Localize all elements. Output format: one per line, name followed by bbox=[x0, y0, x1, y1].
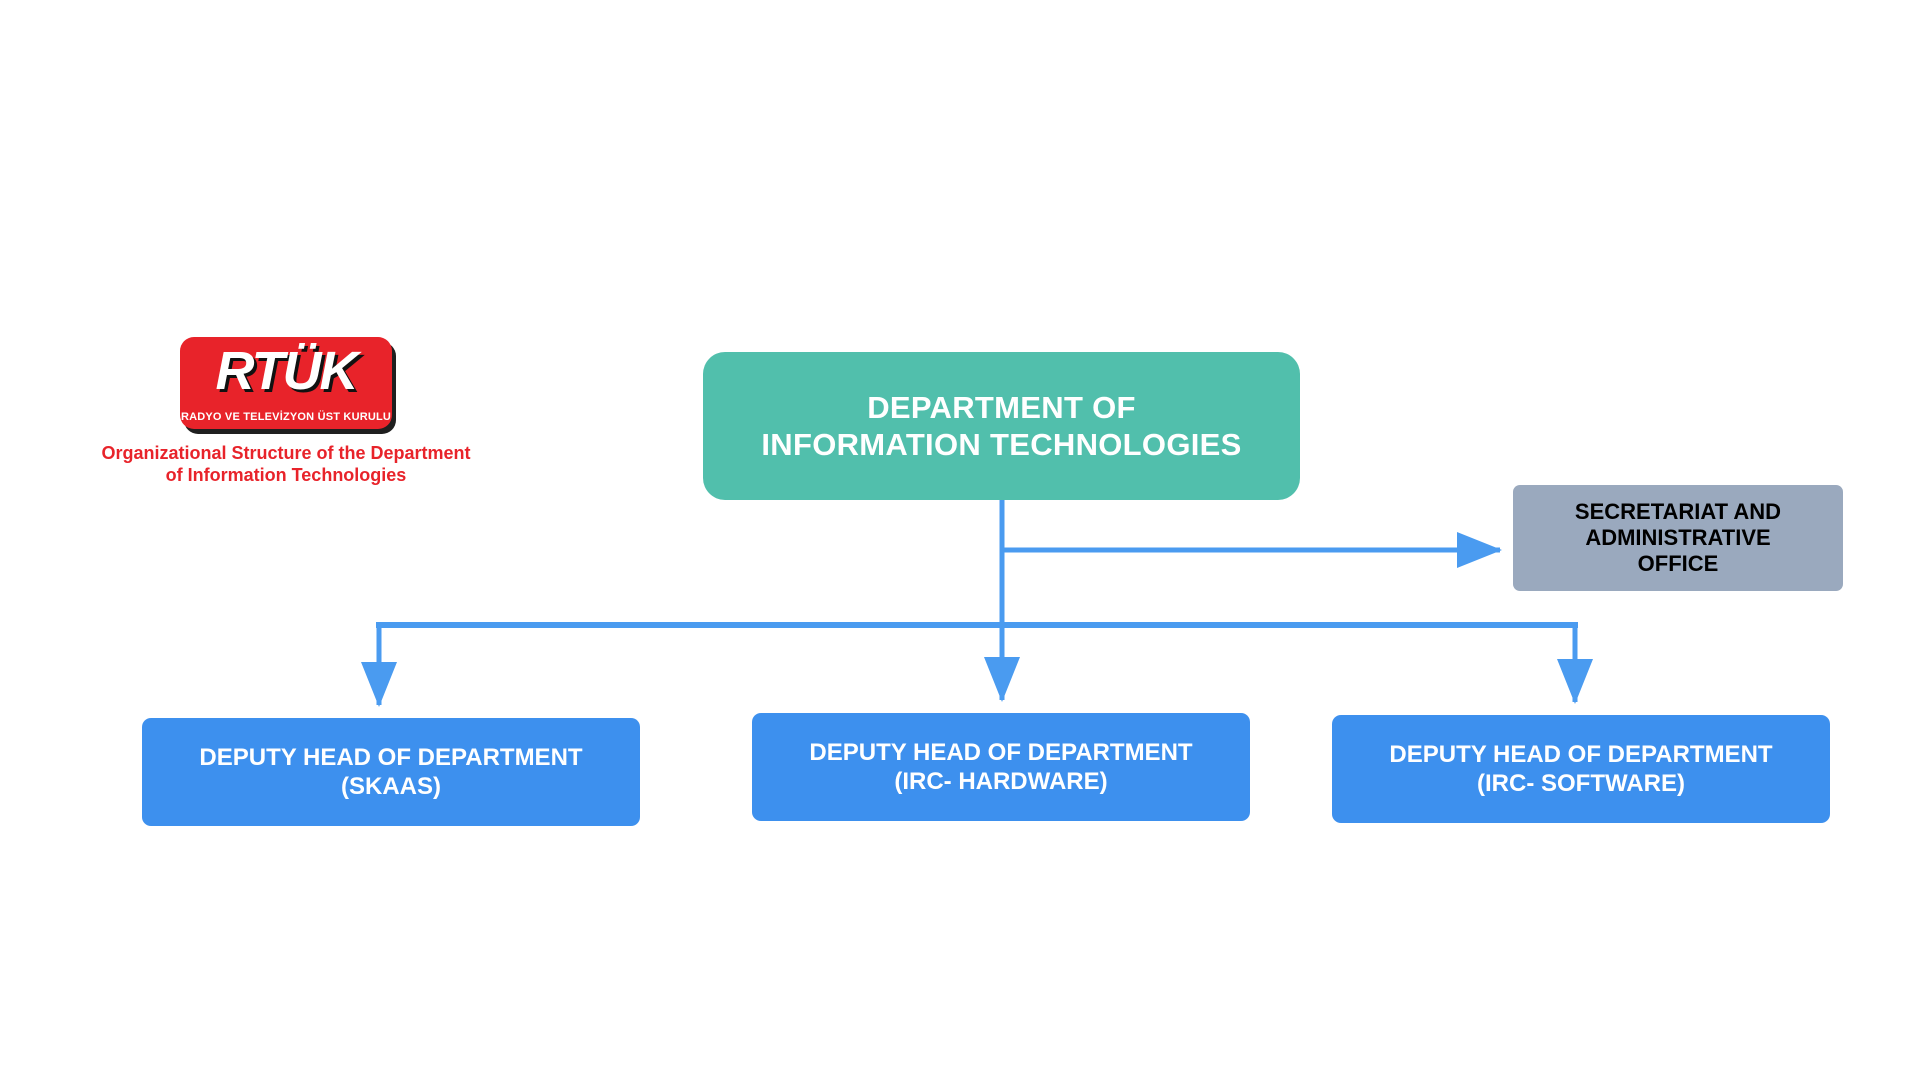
branding-block: RTÜK RADYO VE TELEVİZYON ÜST KURULU Orga… bbox=[96, 337, 476, 486]
org-node-deputy-skaas[interactable]: DEPUTY HEAD OF DEPARTMENT (SKAAS) bbox=[142, 718, 640, 826]
org-node-deputy-irc-software[interactable]: DEPUTY HEAD OF DEPARTMENT (IRC- SOFTWARE… bbox=[1332, 715, 1830, 823]
org-node-root[interactable]: DEPARTMENT OF INFORMATION TECHNOLOGIES bbox=[703, 352, 1300, 500]
page-title: Organizational Structure of the Departme… bbox=[101, 443, 471, 485]
logo-subline: RADYO VE TELEVİZYON ÜST KURULU bbox=[180, 411, 392, 423]
org-node-secretariat[interactable]: SECRETARIAT AND ADMINISTRATIVE OFFICE bbox=[1513, 485, 1843, 591]
org-node-deputy-irc-hardware[interactable]: DEPUTY HEAD OF DEPARTMENT (IRC- HARDWARE… bbox=[752, 713, 1250, 821]
logo-wordmark: RTÜK bbox=[215, 341, 358, 401]
rtuk-logo-icon: RTÜK RADYO VE TELEVİZYON ÜST KURULU bbox=[180, 337, 392, 429]
